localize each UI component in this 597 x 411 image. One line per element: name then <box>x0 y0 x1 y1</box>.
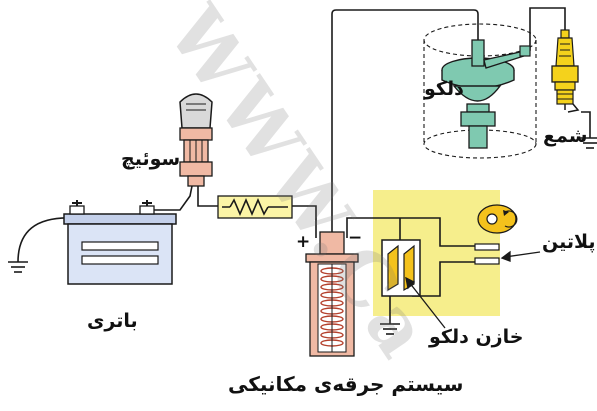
battery-to-switch-wire <box>150 185 193 211</box>
battery-terminal-positive <box>139 205 155 215</box>
ignition-switch <box>179 93 213 187</box>
ground-symbol-condenser <box>380 323 400 335</box>
ignition-coil <box>305 231 359 357</box>
label-condenser: خازن دلکو <box>429 326 524 348</box>
distributor <box>423 23 537 159</box>
condenser-pointer-arrow <box>408 281 446 329</box>
battery <box>63 200 177 285</box>
ground-symbol-battery <box>8 261 28 273</box>
label-battery: باتری <box>87 310 138 332</box>
hv-wire-coil-to-distributor <box>331 9 479 232</box>
coil-positive-sign: + <box>296 232 311 252</box>
label-spark-plug: شمع <box>543 125 588 147</box>
contact-points <box>474 204 518 265</box>
coil-to-points-wire <box>346 217 475 247</box>
ballast-resistor <box>217 195 293 219</box>
points-ground-wire <box>412 261 475 297</box>
diagram-caption: سیستم جرقه‌ی مکانیکی <box>228 372 464 396</box>
points-pointer-arrow <box>504 251 541 258</box>
coil-negative-sign: − <box>348 228 363 248</box>
condenser <box>381 239 421 297</box>
plug-ground-wire <box>581 111 591 138</box>
label-distributor: دلکو <box>424 78 464 100</box>
spark-plug <box>551 29 580 113</box>
label-ignition-switch: سوئیچ <box>121 148 181 170</box>
battery-terminal-negative <box>69 205 85 215</box>
resistor-to-coil-wire <box>292 205 317 238</box>
label-contact-points: پلاتین <box>542 231 596 253</box>
switch-to-resistor-wire <box>197 186 218 207</box>
battery-ground-wire <box>17 217 73 263</box>
